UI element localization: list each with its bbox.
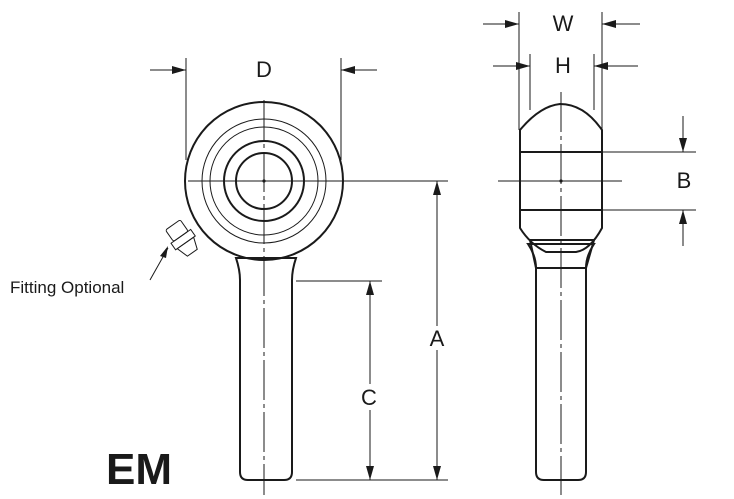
front-view xyxy=(149,100,440,495)
side-housing-bottom xyxy=(519,209,603,253)
dimension-label-h: H xyxy=(555,53,571,78)
dimension-a: A xyxy=(296,180,450,481)
dimension-c: C xyxy=(296,280,384,480)
series-label: EM xyxy=(106,445,172,494)
front-shank xyxy=(234,257,298,481)
dimension-label-c: C xyxy=(361,385,377,410)
fitting-note: Fitting Optional xyxy=(10,278,124,297)
dimension-h: H xyxy=(493,53,638,110)
dimension-label-w: W xyxy=(553,11,574,36)
dimension-label-a: A xyxy=(430,326,445,351)
dimension-label-d: D xyxy=(256,57,272,82)
dimension-b: B xyxy=(602,116,696,246)
dimension-label-b: B xyxy=(677,168,692,193)
dimension-d: D xyxy=(150,57,377,160)
grease-fitting xyxy=(165,220,198,257)
dimension-w: W xyxy=(483,11,640,130)
